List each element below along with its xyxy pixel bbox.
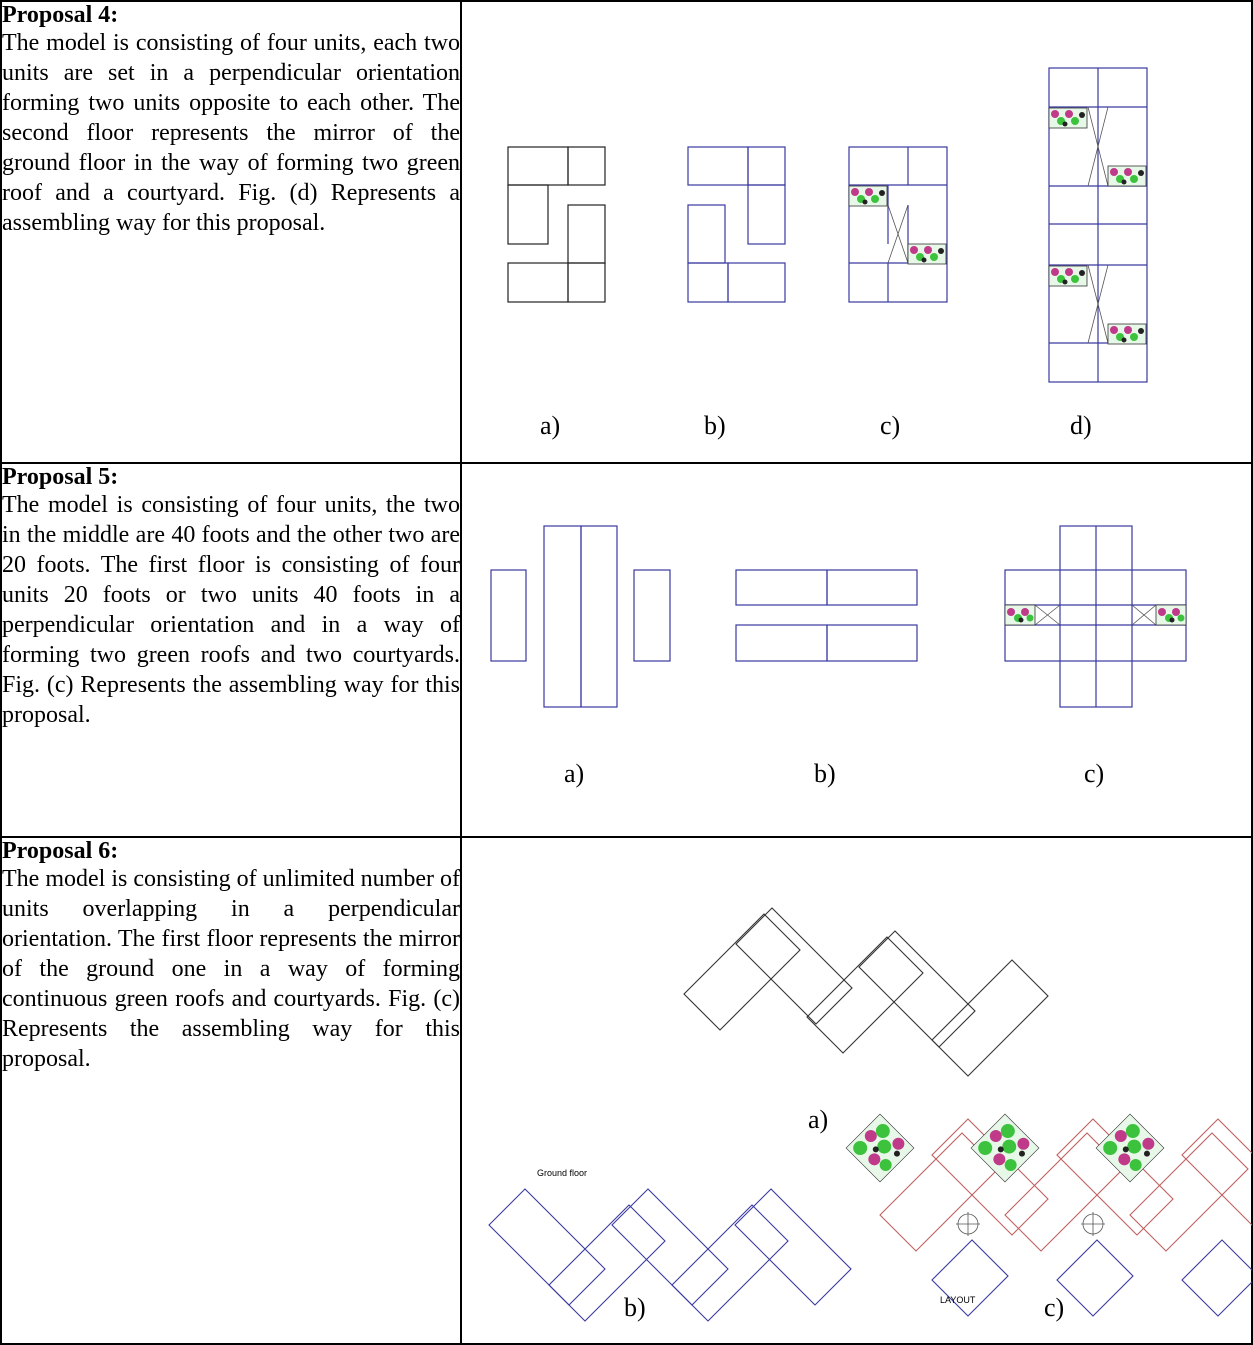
ground-floor-label: Ground floor xyxy=(537,1168,587,1178)
green-roof-planter xyxy=(1107,165,1147,187)
caption-4d: d) xyxy=(1070,411,1092,440)
proposal-4-figures: a) b) c) d) xyxy=(507,67,1148,440)
proposal-5-body: The model is consisting of four units, t… xyxy=(2,492,460,728)
green-roof-planter xyxy=(1095,1113,1165,1183)
proposal-6-text-cell: Proposal 6: The model is consisting of u… xyxy=(0,836,462,1345)
green-roof-planter xyxy=(1048,265,1088,287)
caption-6a: a) xyxy=(808,1105,828,1134)
figure-6b-plan xyxy=(488,1188,852,1322)
green-roof-planter xyxy=(1048,107,1088,129)
figure-5a-plan xyxy=(490,525,671,708)
caption-5c: c) xyxy=(1084,759,1104,788)
caption-6c: c) xyxy=(1044,1293,1064,1322)
figure-6c-plan xyxy=(879,1118,1252,1317)
figure-4a-plan xyxy=(507,146,606,303)
green-roof-planter xyxy=(845,1113,915,1183)
proposal-row-6: Proposal 6: The model is consisting of u… xyxy=(0,836,1253,1345)
green-roof-planter xyxy=(907,243,947,265)
caption-6b: b) xyxy=(624,1293,646,1322)
figure-6a-plan xyxy=(683,907,1049,1077)
proposal-5-title: Proposal 5: xyxy=(2,464,119,490)
proposal-4-text-cell: Proposal 4: The model is consisting of f… xyxy=(0,0,462,464)
proposal-4-figure-cell: a) b) c) d) xyxy=(460,0,1253,464)
proposal-6-figures: a) Ground floor b) xyxy=(488,907,1252,1322)
proposal-row-4: Proposal 4: The model is consisting of f… xyxy=(0,0,1253,464)
green-roof-planter xyxy=(1155,604,1187,626)
figure-4d-plan xyxy=(1048,67,1148,383)
layout-label: LAYOUT xyxy=(940,1295,976,1305)
green-roof-planter xyxy=(1004,604,1036,626)
caption-5a: a) xyxy=(564,759,584,788)
green-roof-planter xyxy=(848,185,888,207)
proposal-6-body: The model is consisting of unlimited num… xyxy=(2,866,460,1072)
figure-4b-plan xyxy=(687,146,786,303)
figure-4c-plan xyxy=(848,146,948,303)
caption-5b: b) xyxy=(814,759,836,788)
proposal-5-text-cell: Proposal 5: The model is consisting of f… xyxy=(0,462,462,838)
proposal-5-figure-cell: a) b) c) xyxy=(460,462,1253,838)
caption-4c: c) xyxy=(880,411,900,440)
figure-5b-plan xyxy=(735,569,918,662)
proposal-5-figures: a) b) c) xyxy=(490,525,1187,788)
proposal-4-title: Proposal 4: xyxy=(2,2,119,28)
green-roof-planter xyxy=(1107,323,1147,345)
proposal-6-title: Proposal 6: xyxy=(2,838,119,864)
proposal-4-body: The model is consisting of four units, e… xyxy=(2,30,460,236)
caption-4b: b) xyxy=(704,411,726,440)
proposal-6-figure-cell: a) Ground floor b) xyxy=(460,836,1253,1345)
caption-4a: a) xyxy=(540,411,560,440)
proposal-row-5: Proposal 5: The model is consisting of f… xyxy=(0,462,1253,838)
green-roof-planter xyxy=(970,1113,1040,1183)
